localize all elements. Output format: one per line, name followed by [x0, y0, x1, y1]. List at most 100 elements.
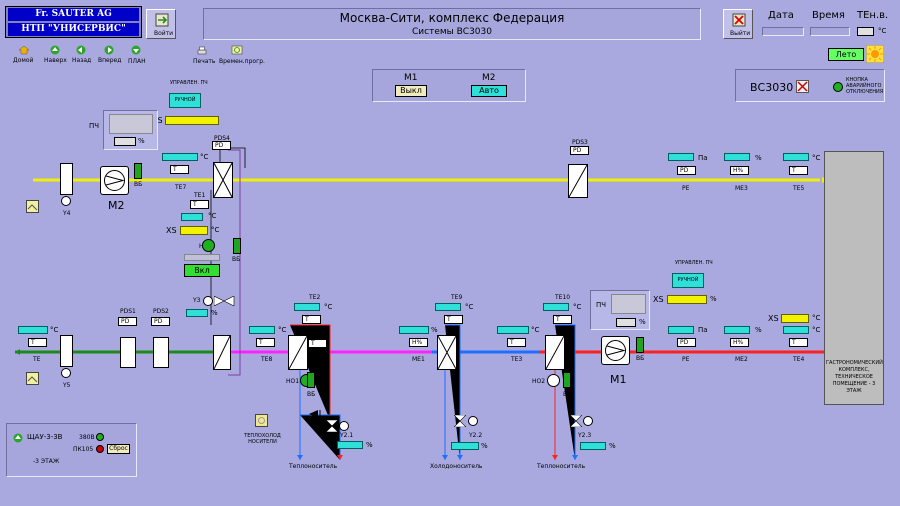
- te-value: [18, 326, 48, 334]
- me2-unit: %: [755, 326, 762, 334]
- y5-actuator[interactable]: [61, 368, 71, 378]
- te7-label: TE7: [175, 184, 187, 191]
- pds1-label: PDS1: [120, 308, 136, 315]
- y23-valve-icon: [570, 415, 582, 427]
- hp-pump[interactable]: [202, 239, 215, 252]
- te8-label: TE8: [261, 356, 273, 363]
- home-icon[interactable]: [18, 45, 30, 55]
- xs-value-te1: [180, 226, 208, 235]
- login-button[interactable]: Войти: [146, 9, 176, 39]
- y22-unit: %: [481, 442, 488, 450]
- electrical-panel: ЩАУ-3-3В 380В ПК105 Сброс -3 ЭТАЖ: [6, 423, 137, 477]
- motor-state-panel: M1 M2 Выкл Авто: [372, 69, 526, 102]
- up-arrow-icon[interactable]: [49, 45, 61, 55]
- pds4-label: PDS4: [214, 135, 230, 142]
- printer-icon[interactable]: [196, 46, 208, 56]
- cooler-coil-diagonal: [437, 335, 457, 370]
- te2-value: [294, 303, 320, 311]
- upr-label-2: УПРАВЛЕН. ПЧ: [675, 260, 713, 266]
- y23-value: [580, 442, 606, 450]
- logout-icon: [732, 13, 746, 27]
- coolant-icon[interactable]: [255, 414, 268, 427]
- nav-up[interactable]: Наверх: [44, 57, 67, 64]
- m1-state-button[interactable]: Выкл: [395, 85, 427, 97]
- y4-actuator[interactable]: [61, 196, 71, 206]
- pds3-hx: [568, 164, 588, 198]
- ho2-pump[interactable]: [547, 374, 560, 387]
- m2-state-button[interactable]: Авто: [471, 85, 507, 97]
- hp-on-button[interactable]: Вкл: [184, 264, 220, 277]
- filter-icon-upper[interactable]: [26, 200, 39, 213]
- te1-label: TE1: [194, 192, 206, 199]
- nav-back[interactable]: Назад: [72, 57, 92, 64]
- plan-icon[interactable]: [130, 45, 142, 55]
- y4-label: Y4: [63, 210, 71, 217]
- pch-status-1: [109, 114, 153, 134]
- back-arrow-icon[interactable]: [75, 45, 87, 55]
- damper-y4: [60, 163, 73, 195]
- nav-home[interactable]: Домой: [13, 57, 34, 64]
- y21-actuator[interactable]: [339, 421, 349, 431]
- vb-ho2: [563, 372, 571, 388]
- te10-label: TE10: [555, 294, 571, 301]
- forward-arrow-icon[interactable]: [103, 45, 115, 55]
- pe-lower-value: [668, 326, 694, 334]
- te10-sensor: T: [553, 315, 572, 324]
- page-title: Москва-Сити, комплекс Федерация: [339, 11, 565, 25]
- logo-line-uniservis: НТП "УНИСЕРВИС": [8, 23, 139, 36]
- xs-value-2: [667, 295, 707, 304]
- te4-unit: °C: [812, 326, 821, 334]
- schedule-icon[interactable]: [231, 45, 243, 55]
- xs-value-1: [165, 116, 219, 125]
- heater-coil: [288, 335, 308, 370]
- y21-valve-icon: [326, 420, 338, 432]
- outdoor-temp-label: ТЕн.в.: [857, 10, 889, 21]
- xs-unit-te1: °C: [211, 226, 220, 234]
- xs-unit-2: %: [710, 295, 717, 303]
- filter-2: [153, 337, 169, 368]
- teplokholod-label: ТЕПЛОХОЛОД НОСИТЕЛИ: [244, 433, 281, 445]
- pe-upper-label: PE: [682, 185, 690, 192]
- xs-unit-te4: °C: [812, 314, 821, 322]
- me3-unit: %: [755, 154, 762, 162]
- y22-actuator[interactable]: [468, 416, 478, 426]
- vb-upper-label: ВБ: [134, 181, 143, 188]
- reset-button[interactable]: Сброс: [107, 444, 130, 454]
- damper-y5: [60, 335, 73, 367]
- season-button[interactable]: Лето: [828, 48, 864, 61]
- nav-forward[interactable]: Вперед: [98, 57, 122, 64]
- te2-unit: °C: [324, 303, 333, 311]
- upr-mode-1[interactable]: РУЧНОЙ: [169, 93, 201, 108]
- vb-ho2-label: ВБ: [563, 391, 572, 398]
- xs-label-2: XS: [653, 295, 664, 304]
- logout-button[interactable]: Выйти: [723, 9, 753, 39]
- vb-m1-label: ВБ: [636, 355, 645, 362]
- v380-label: 380В: [79, 434, 95, 441]
- kholodonositel-label: Холодоноситель: [430, 463, 483, 470]
- y23-actuator[interactable]: [583, 416, 593, 426]
- reheater-coil: [545, 335, 565, 370]
- me1-sensor: H%: [409, 338, 428, 347]
- upr-mode-2[interactable]: РУЧНОЙ: [672, 273, 704, 288]
- m1-label: M1: [610, 373, 627, 386]
- filter-icon-lower[interactable]: [26, 372, 39, 385]
- print-label[interactable]: Печать: [193, 58, 216, 65]
- ts-sensor: T: [308, 339, 327, 348]
- schedule-label[interactable]: Времен.прогр.: [219, 58, 265, 65]
- system-disable-icon[interactable]: [796, 80, 809, 93]
- y23-unit: %: [609, 442, 616, 450]
- te5-label: TE5: [793, 185, 805, 192]
- sun-icon: [866, 45, 884, 63]
- hx-diagonal: [213, 162, 233, 198]
- pe-lower-unit: Па: [698, 326, 708, 334]
- recuperator-lower: [213, 335, 231, 370]
- pds3-label: PDS3: [572, 139, 588, 146]
- pds2-label: PDS2: [153, 308, 169, 315]
- y3-actuator[interactable]: [203, 296, 213, 306]
- panel-up-icon[interactable]: [13, 433, 23, 443]
- y3-unit: %: [211, 309, 218, 317]
- check-valve-icon: [309, 410, 321, 418]
- logo-line-sauter: Fr. SAUTER AG: [8, 8, 139, 21]
- nav-plan[interactable]: ПЛАН: [128, 58, 146, 65]
- y5-label: Y5: [63, 382, 71, 389]
